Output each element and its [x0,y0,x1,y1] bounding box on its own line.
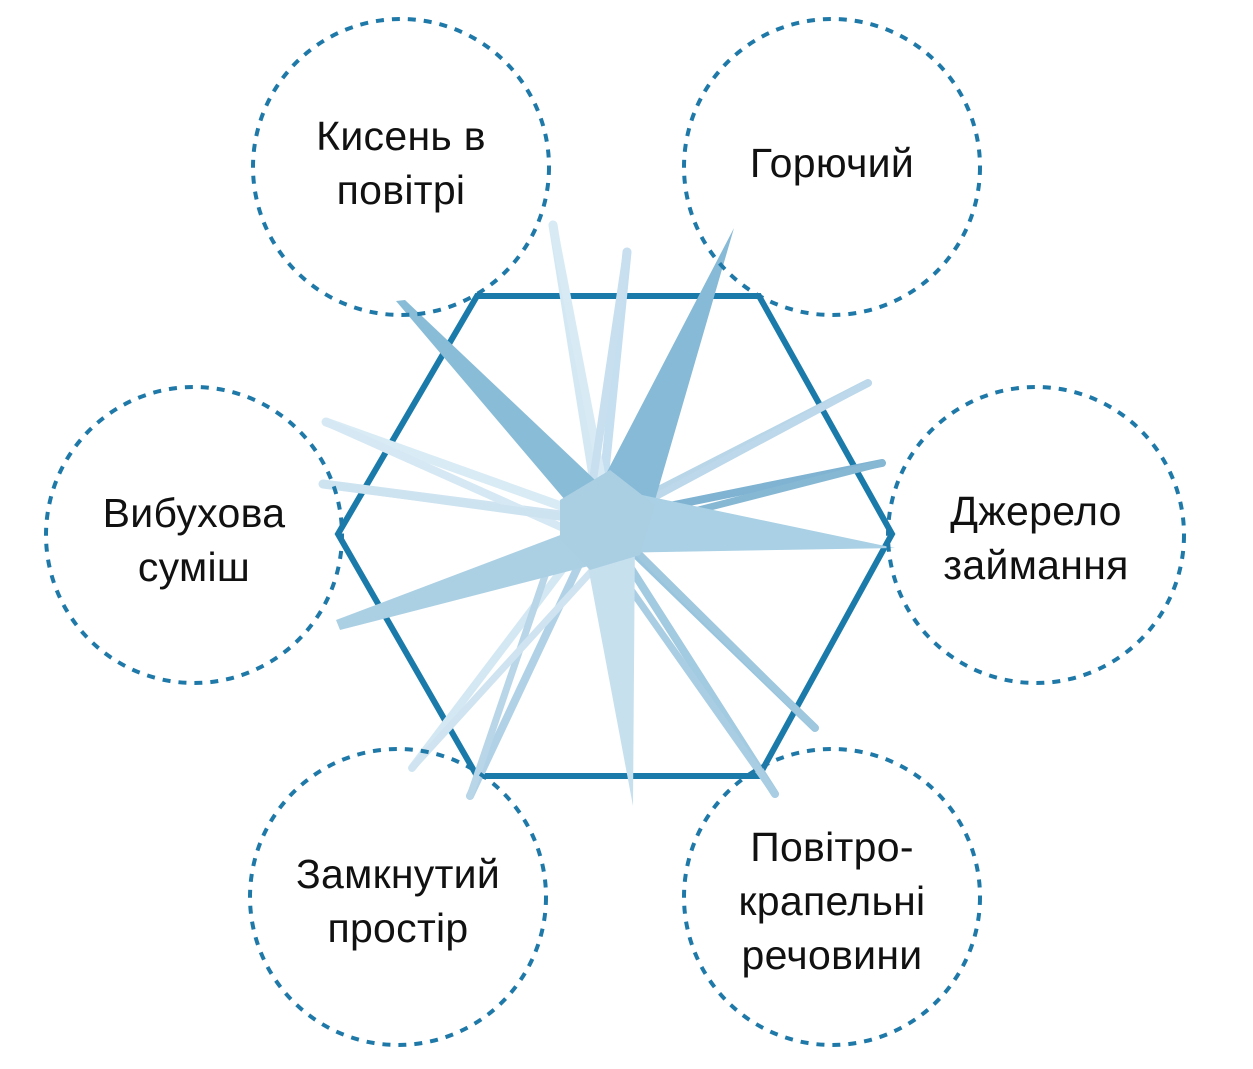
circle-explosive [44,385,344,685]
circle-oxygen [251,17,551,317]
factor-circles [44,17,1186,1047]
label-ignition-line-2: займання [943,542,1129,588]
label-explosive-line-1: Вибухова [102,490,286,536]
label-fuel-line-1: Горючий [749,140,915,186]
label-explosive-line-2: суміш [137,544,251,590]
label-oxygen: Кисень в повітрі [271,108,531,218]
label-oxygen-line-1: Кисень в [316,113,486,159]
label-confined-line-1: Замкнутий [295,851,501,897]
label-explosive: Вибухова суміш [64,485,324,595]
label-fuel: Горючий [702,136,962,190]
star-spike-lower [583,530,635,806]
label-airborne: Повітро- крапельні речовини [702,820,962,982]
label-ignition-line-1: Джерело [950,488,1122,534]
circle-airborne [682,747,982,1047]
circle-ignition [886,385,1186,685]
label-airborne-line-3: речовини [741,932,923,978]
star-spike-upper-left [396,300,613,527]
label-airborne-line-2: крапельні [738,878,926,924]
circle-confined [248,747,548,1047]
label-airborne-line-1: Повітро- [750,824,914,870]
label-ignition: Джерело займання [906,483,1166,593]
star-spike-right [605,490,895,553]
label-confined: Замкнутий простір [268,846,528,956]
central-star [336,228,895,806]
label-oxygen-line-2: повітрі [336,167,466,213]
star-spike-left [336,520,612,630]
circle-fuel [682,17,982,317]
label-confined-line-2: простір [327,905,469,951]
star-core [560,470,655,570]
star-spike-upper-right [582,228,734,520]
